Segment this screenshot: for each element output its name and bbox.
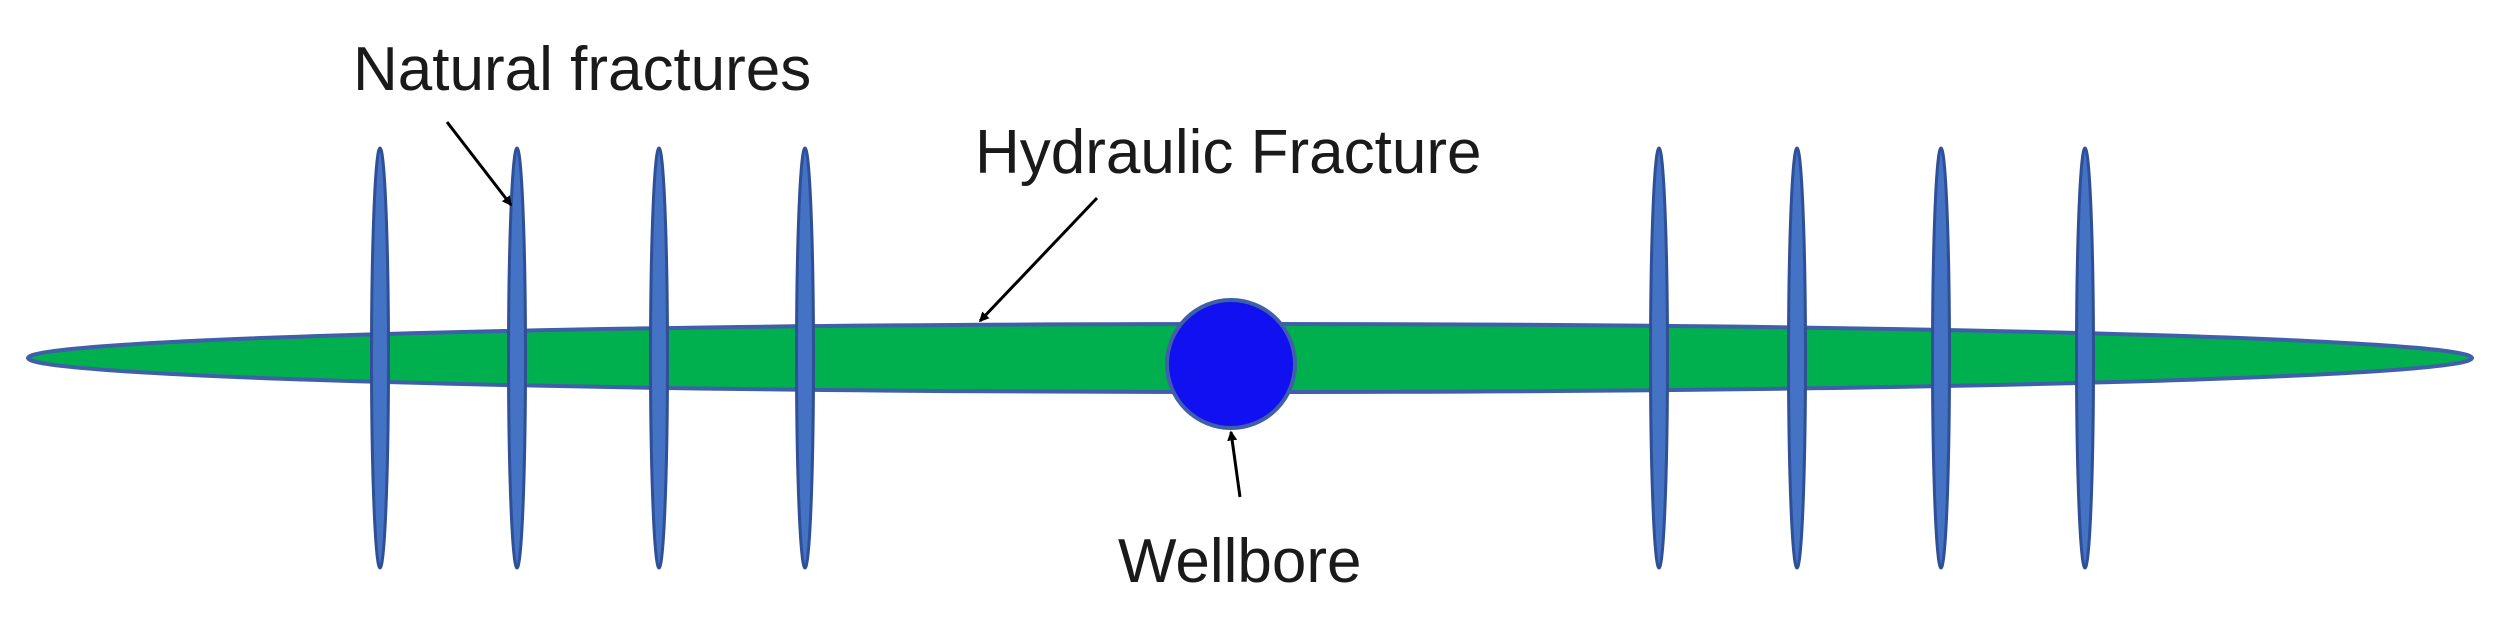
wellbore-circle	[1165, 298, 1297, 430]
natural-fractures-group	[370, 146, 2095, 570]
natural-fractures-arrow	[445, 121, 513, 207]
natural-fracture	[1787, 146, 1807, 570]
natural-fracture	[2075, 146, 2095, 570]
hydraulic-fracture-arrow	[978, 196, 1099, 323]
natural-fracture	[370, 146, 390, 570]
wellbore-label: Wellbore	[1118, 527, 1362, 596]
natural-fracture	[649, 146, 669, 570]
natural-fracture	[1649, 146, 1669, 570]
hydraulic-fracture-label: Hydraulic Fracture	[975, 118, 1481, 187]
natural-fracture	[1931, 146, 1951, 570]
natural-fracture	[507, 146, 527, 570]
natural-fractures-label: Natural fractures	[353, 35, 811, 104]
wellbore-arrow	[1227, 430, 1242, 498]
natural-fracture	[795, 146, 815, 570]
